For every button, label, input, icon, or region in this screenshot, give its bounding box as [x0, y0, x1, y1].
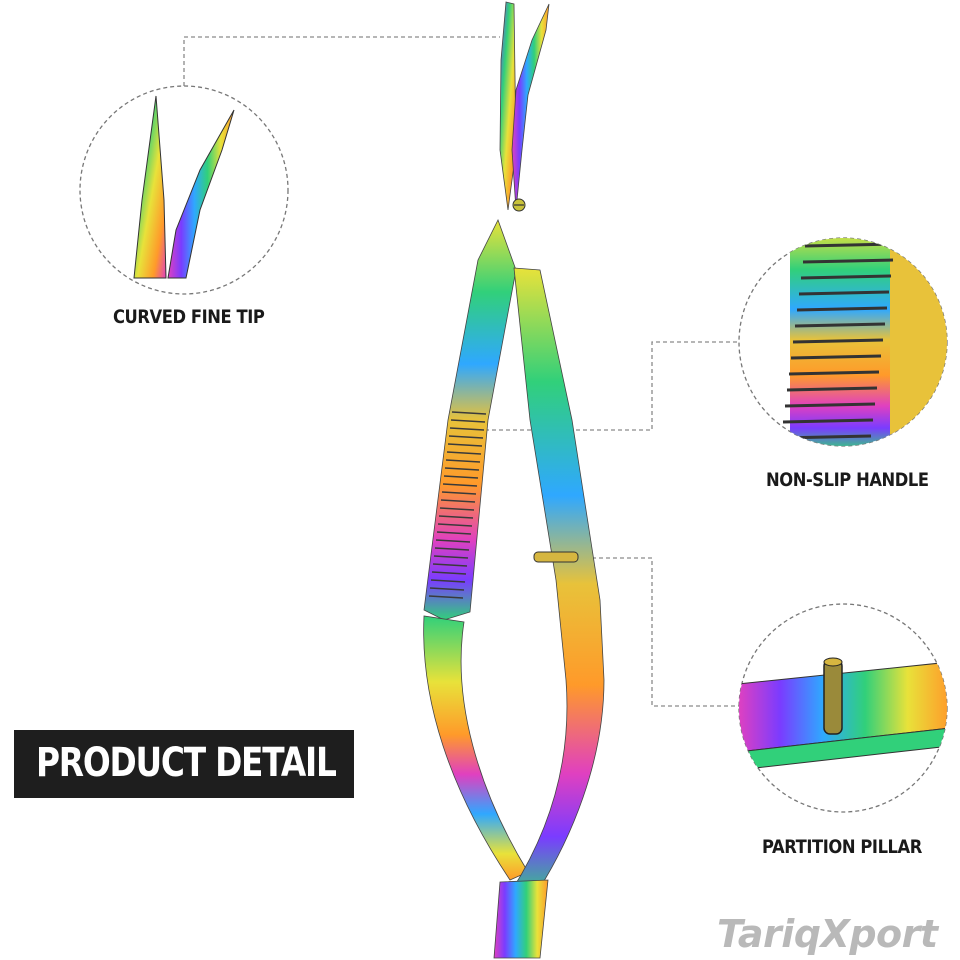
handle-serration-detail: [780, 242, 896, 440]
tip-blade-right: [167, 109, 235, 279]
product-detail-banner: PRODUCT DETAIL: [14, 730, 354, 798]
scissors-handle-left: [423, 218, 517, 621]
leader-line-pillar: [592, 557, 739, 707]
scissors: [423, 1, 605, 959]
banner-title: PRODUCT DETAIL: [36, 740, 337, 786]
scissors-handle-right: [511, 267, 605, 901]
label-non-slip-handle: NON-SLIP HANDLE: [766, 469, 929, 491]
scissors-bottom-joint: [493, 879, 549, 959]
label-partition-pillar: PARTITION PILLAR: [762, 836, 922, 858]
pillar-detail: [823, 659, 843, 735]
tip-blade-left: [133, 95, 167, 279]
leader-line-tip: [183, 36, 500, 86]
detail-circle-pillar: [738, 603, 948, 813]
scissors-spring-left: [423, 615, 529, 881]
scissors-grip-serration: [428, 411, 487, 599]
label-curved-fine-tip: CURVED FINE TIP: [113, 306, 265, 328]
detail-circle-tip: [79, 85, 289, 295]
scissors-blade-left: [499, 1, 517, 211]
leader-line-handle: [478, 341, 739, 431]
brand-watermark: TariqXport: [717, 912, 938, 956]
scissors-partition-pillar: [533, 551, 579, 563]
scissors-blade-right: [511, 3, 550, 211]
detail-circle-handle: [738, 237, 948, 447]
